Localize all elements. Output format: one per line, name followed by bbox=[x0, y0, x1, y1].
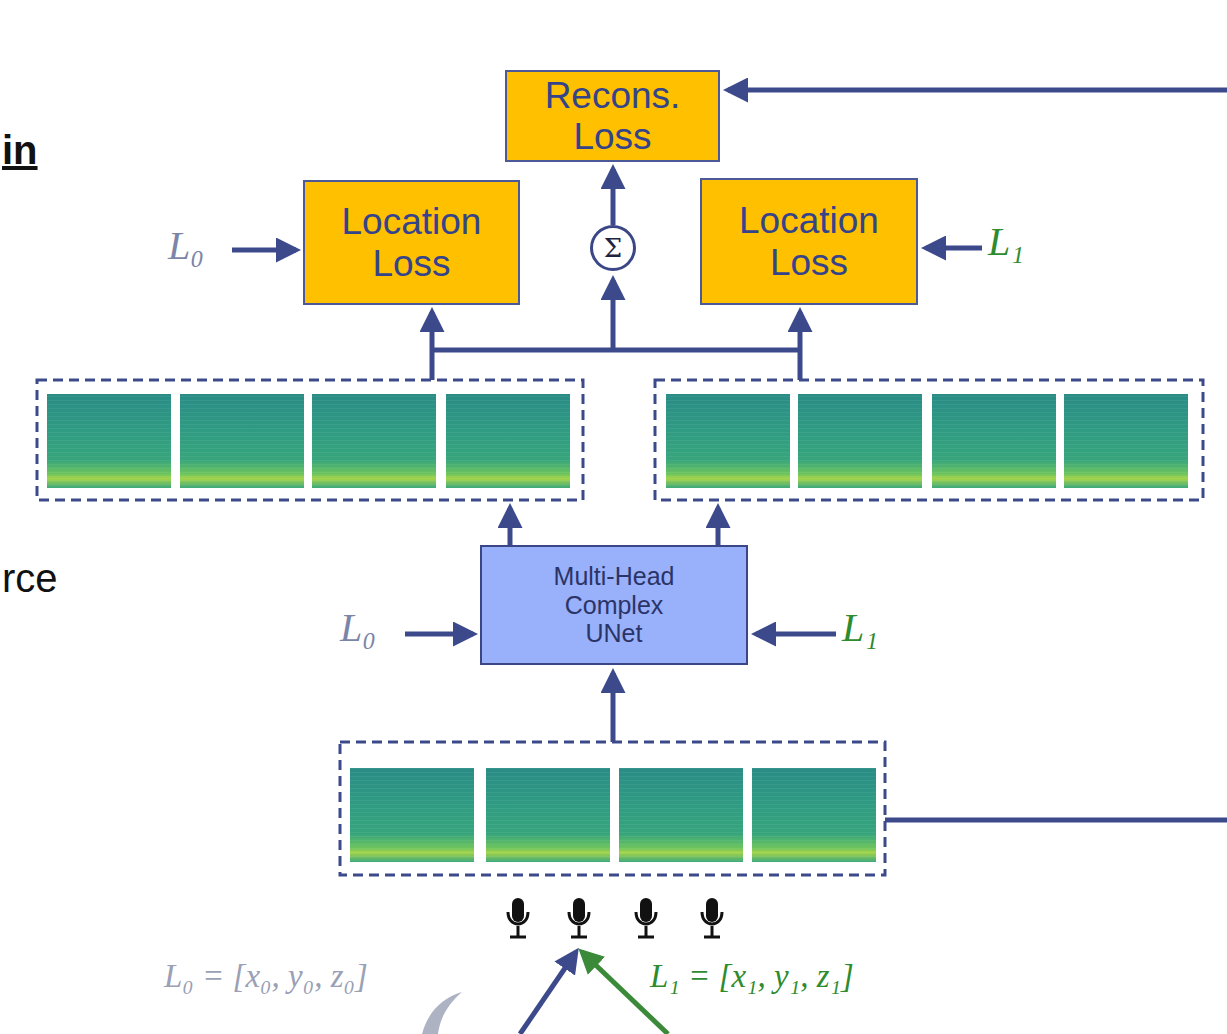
spectrogram-tile bbox=[932, 394, 1056, 488]
location-equation: L₀ = [x₀, y₀, z₀] bbox=[164, 958, 368, 995]
microphone-icon bbox=[702, 898, 722, 937]
spectrogram-tile bbox=[666, 394, 790, 488]
node-text: Σ bbox=[604, 233, 622, 263]
spectrogram-tile bbox=[180, 394, 304, 488]
loss-box: Location Loss bbox=[303, 180, 520, 305]
spectrogram-tile bbox=[312, 394, 436, 488]
location-symbol: L₁ bbox=[988, 218, 1024, 265]
sum-circle: Σ bbox=[590, 225, 636, 271]
output-group bbox=[37, 380, 583, 500]
node-text: Recons. Loss bbox=[523, 75, 703, 158]
cut-text: rce bbox=[2, 556, 58, 601]
location-symbol: L₀ bbox=[340, 604, 376, 651]
spectrogram-tile bbox=[446, 394, 570, 488]
spectrogram-tile bbox=[47, 394, 171, 488]
spectrogram-tile bbox=[1064, 394, 1188, 488]
node-text: Multi-Head Complex UNet bbox=[539, 562, 689, 648]
spectrogram-tile bbox=[752, 768, 876, 862]
location-equation: L₁ = [x₁, y₁, z₁] bbox=[650, 958, 854, 995]
microphone-icon bbox=[508, 898, 528, 937]
microphone-icon bbox=[569, 898, 589, 937]
location-symbol: L₀ bbox=[168, 222, 204, 269]
output-group bbox=[655, 380, 1203, 500]
input-group bbox=[340, 742, 885, 875]
microphone-icon bbox=[636, 898, 656, 937]
location-symbol: L₁ bbox=[842, 604, 878, 651]
network-box: Multi-Head Complex UNet bbox=[480, 545, 748, 665]
loss-box: Location Loss bbox=[700, 178, 918, 305]
loss-box: Recons. Loss bbox=[505, 70, 720, 162]
spectrogram-tile bbox=[798, 394, 922, 488]
spectrogram-tile bbox=[350, 768, 474, 862]
node-text: Location Loss bbox=[719, 200, 899, 283]
spectrogram-tile bbox=[486, 768, 610, 862]
node-text: Location Loss bbox=[322, 201, 502, 284]
cut-text: in bbox=[2, 128, 38, 173]
spectrogram-tile bbox=[619, 768, 743, 862]
connector-arrow bbox=[611, 169, 616, 225]
